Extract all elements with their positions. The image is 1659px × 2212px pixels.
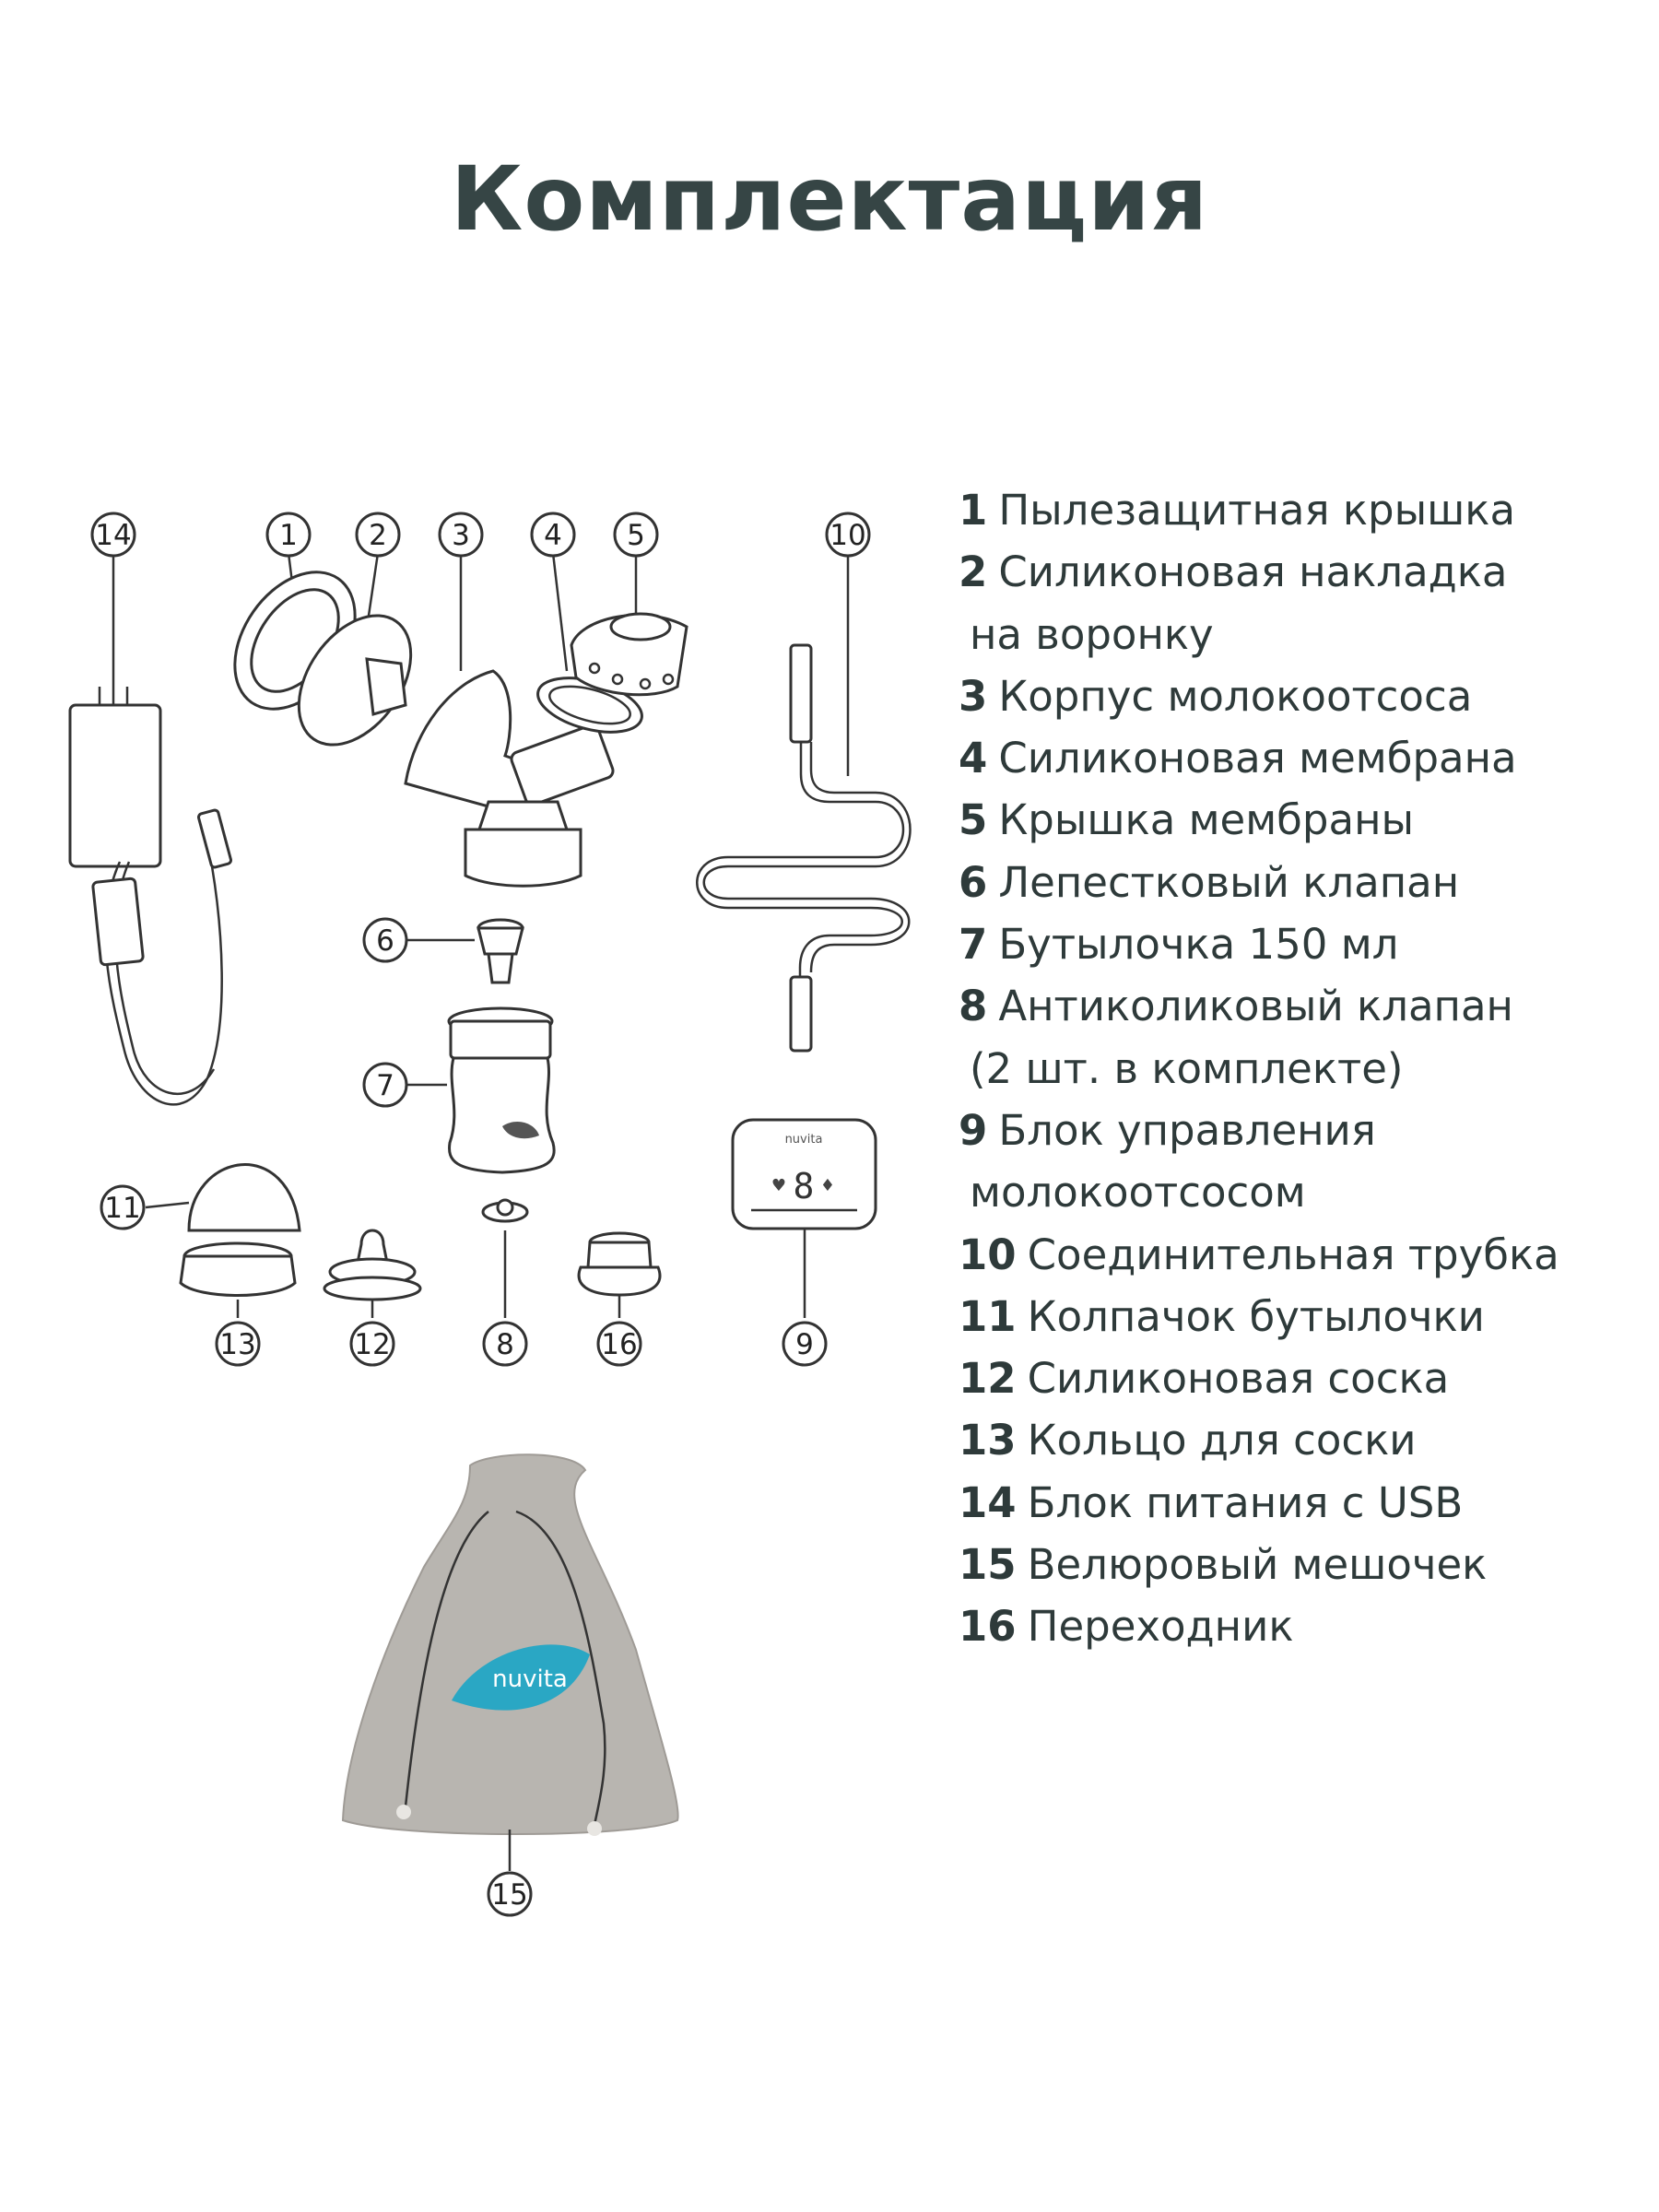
svg-text:11: 11 (104, 1192, 140, 1225)
callout-3: 3 (438, 512, 484, 558)
callout-13: 13 (215, 1321, 261, 1367)
callout-9: 9 (782, 1321, 828, 1367)
tube-illustration (696, 553, 912, 1053)
page-title: Комплектация (450, 147, 1209, 251)
svg-text:3: 3 (452, 519, 470, 552)
callout-11: 11 (100, 1184, 146, 1230)
svg-text:16: 16 (601, 1328, 637, 1361)
callout-16: 16 (596, 1321, 642, 1367)
membrane-cover-illustration (570, 553, 688, 697)
callout-14: 14 (90, 512, 136, 558)
svg-text:15: 15 (491, 1878, 527, 1912)
petal-valve-illustration (407, 918, 524, 984)
callout-12: 12 (349, 1321, 395, 1367)
callout-7: 7 (362, 1062, 408, 1108)
svg-text:5: 5 (627, 519, 645, 552)
svg-text:10: 10 (830, 519, 865, 552)
svg-text:7: 7 (376, 1069, 394, 1102)
svg-text:6: 6 (376, 924, 394, 958)
callout-markers: 14 1 2 3 4 5 10 6 7 11 13 12 8 16 9 15 (90, 512, 871, 1917)
callout-1: 1 (265, 512, 312, 558)
callout-8: 8 (482, 1321, 528, 1367)
power-adapter-illustration (68, 553, 232, 1106)
callout-15: 15 (487, 1871, 533, 1917)
svg-text:13: 13 (219, 1328, 255, 1361)
anti-colic-valve-illustration (481, 1198, 529, 1318)
callout-2: 2 (355, 512, 401, 558)
bottle-illustration (407, 1006, 556, 1174)
bottle-cap-illustration (145, 1163, 301, 1232)
svg-text:♥: ♥ (771, 1176, 786, 1195)
svg-text:12: 12 (354, 1328, 390, 1361)
svg-text:4: 4 (544, 519, 562, 552)
svg-text:8: 8 (496, 1328, 514, 1361)
control-unit-logo: nuvita (785, 1133, 823, 1147)
legend-item-continued: (2 шт. в комплекте) (970, 1043, 1404, 1093)
callout-6: 6 (362, 917, 408, 963)
callout-5: 5 (613, 512, 659, 558)
legend-item-continued: на воронку (970, 609, 1214, 659)
callout-4: 4 (530, 512, 576, 558)
control-unit-illustration: nuvita ♥ 8 ♦ (731, 1118, 877, 1318)
svg-text:1: 1 (279, 519, 298, 552)
teat-illustration (323, 1229, 422, 1318)
svg-text:14: 14 (95, 519, 131, 552)
svg-text:9: 9 (795, 1328, 814, 1361)
silicone-insert-illustration (297, 552, 413, 747)
pump-body-illustration (404, 553, 615, 888)
svg-text:2: 2 (369, 519, 387, 552)
control-unit-display: 8 (794, 1166, 815, 1206)
svg-text:♦: ♦ (820, 1176, 835, 1195)
velour-bag-illustration: nuvita (341, 1453, 679, 1871)
legend-item-continued: молокоотсосом (970, 1168, 1306, 1218)
callout-10: 10 (825, 512, 871, 558)
teat-ring-illustration (179, 1241, 297, 1318)
bag-brand-logo: nuvita (492, 1665, 568, 1693)
adapter-illustration (577, 1231, 662, 1318)
